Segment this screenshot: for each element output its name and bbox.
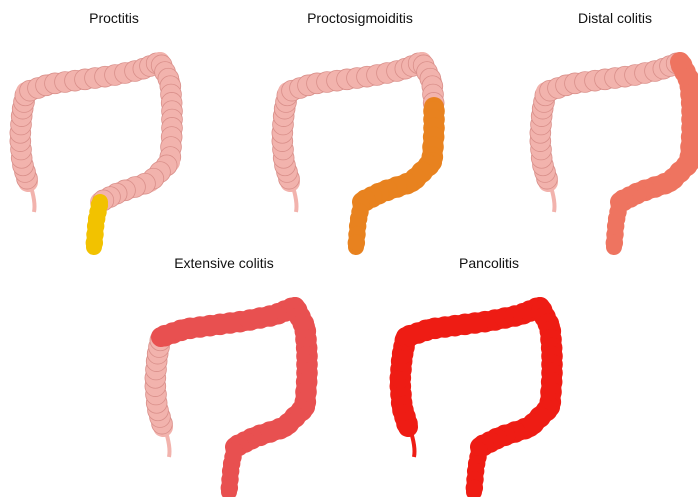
colon-segment-transverse: [282, 53, 429, 101]
colon-diagram: [262, 12, 462, 252]
colon-segment-rectum: [348, 197, 370, 251]
colon-segment-transverse: [155, 298, 302, 346]
colon-diagram: [135, 257, 335, 497]
colon-segment-rectum: [86, 197, 108, 251]
colon-segment-rectum: [466, 442, 488, 496]
colon-diagram: [380, 257, 580, 497]
colon-segment-transverse: [20, 53, 167, 101]
colon-segment-transverse: [540, 53, 687, 101]
colon-segment-rectum: [606, 197, 628, 251]
colon-diagram: [520, 12, 698, 252]
colon-diagram: [0, 12, 200, 252]
colon-segment-rectum: [221, 442, 243, 496]
colon-segment-transverse: [400, 298, 547, 346]
